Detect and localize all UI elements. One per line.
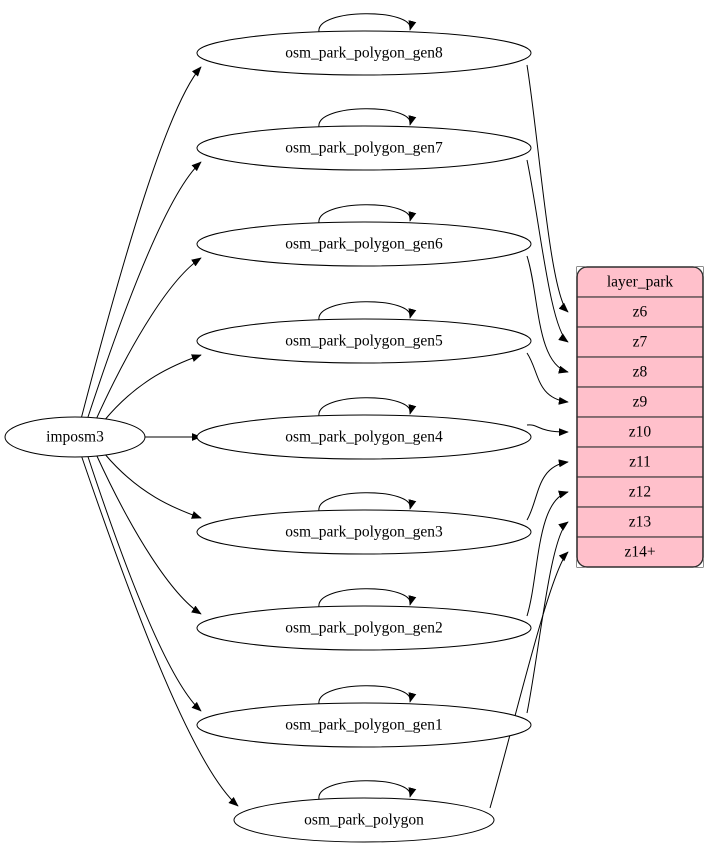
node-imposm3[interactable] xyxy=(4,416,146,458)
node-gen4-label: osm_park_polygon_gen4 xyxy=(285,429,443,446)
self-loop-edge-gen7 xyxy=(318,108,417,128)
edge-imposm3-to-gen7 xyxy=(86,161,202,421)
table-row-label-z7: z7 xyxy=(633,334,648,351)
table-outline-top xyxy=(576,266,704,568)
edge-gen3-to-z11 xyxy=(526,459,569,521)
edge-imposm3-to-gen5 xyxy=(104,354,202,421)
node-gen2-label: osm_park_polygon_gen2 xyxy=(285,620,443,637)
table-row-label-z9: z9 xyxy=(633,394,648,411)
edge-imposm3-to-gen8 xyxy=(80,66,202,421)
edge-gen2-to-z12 xyxy=(526,490,569,617)
table-row-label-z12: z12 xyxy=(629,484,651,501)
edge-gen5-to-z9 xyxy=(526,352,569,405)
nodes-layer: imposm3 osm_park_polygon_gen8 osm_park_pol… xyxy=(4,30,532,843)
edge-gen7-to-z7 xyxy=(526,159,569,343)
edge-imposm3-to-gen3 xyxy=(104,453,202,519)
edges-layer xyxy=(80,13,569,809)
edge-imposm3-to-base xyxy=(80,453,239,807)
node-imposm3-label: imposm3 xyxy=(46,429,104,446)
self-loop-edge-base xyxy=(318,780,417,800)
node-gen7[interactable] xyxy=(196,125,532,171)
edge-imposm3-to-gen1 xyxy=(86,453,202,712)
node-gen4[interactable] xyxy=(196,414,532,460)
table-row-label-z10: z10 xyxy=(629,424,652,441)
node-gen1[interactable] xyxy=(196,702,532,748)
node-gen2[interactable] xyxy=(196,605,532,651)
table-row-cell-z9[interactable] xyxy=(576,386,704,418)
table-row-cell-z12[interactable] xyxy=(576,476,704,508)
self-loop-edge-gen6 xyxy=(318,204,417,224)
node-gen3-label: osm_park_polygon_gen3 xyxy=(285,524,443,541)
self-loop-edge-gen4 xyxy=(318,397,417,417)
node-gen3[interactable] xyxy=(196,509,532,555)
table-row-cell-z14+[interactable] xyxy=(576,536,704,568)
self-loop-edge-gen1 xyxy=(318,685,417,705)
node-gen8[interactable] xyxy=(196,30,532,76)
edge-base-to-z14+ xyxy=(489,551,569,809)
table-row-cell-z11[interactable] xyxy=(576,446,704,478)
edge-gen1-to-z13 xyxy=(526,521,569,714)
edge-gen8-to-z6 xyxy=(526,64,569,313)
node-base[interactable] xyxy=(233,797,495,843)
edge-gen4-to-z10 xyxy=(526,424,569,437)
node-base-label: osm_park_polygon xyxy=(304,812,424,829)
self-loop-edge-gen2 xyxy=(318,588,417,608)
table-row-label-z13: z13 xyxy=(629,514,652,531)
table-row-label-z6: z6 xyxy=(633,304,648,321)
self-loop-edge-gen3 xyxy=(318,492,417,512)
table-row-label-z14+: z14+ xyxy=(624,544,655,561)
edge-gen6-to-z8 xyxy=(526,255,569,374)
node-gen7-label: osm_park_polygon_gen7 xyxy=(285,140,443,157)
node-gen8-label: osm_park_polygon_gen8 xyxy=(285,45,443,62)
table-row-cell-z8[interactable] xyxy=(576,356,704,388)
node-gen5-label: osm_park_polygon_gen5 xyxy=(285,333,443,350)
node-gen6-label: osm_park_polygon_gen6 xyxy=(285,236,443,253)
node-gen5[interactable] xyxy=(196,318,532,364)
edge-imposm3-to-gen2 xyxy=(95,453,202,615)
self-loop-edge-gen8 xyxy=(318,13,417,33)
edge-imposm3-to-gen6 xyxy=(95,257,202,421)
table-row-cell-z10[interactable] xyxy=(576,416,704,448)
self-loop-edge-gen5 xyxy=(318,301,417,321)
table-row-label-z8: z8 xyxy=(633,364,648,381)
layer-park-table: layer_park z6 z7 z8 z9 z10 z11 z12 z13 z14+ xyxy=(576,266,704,568)
node-gen1-label: osm_park_polygon_gen1 xyxy=(285,717,443,734)
node-gen6[interactable] xyxy=(196,221,532,267)
table-header-label: layer_park xyxy=(607,274,674,291)
table-row-label-z11: z11 xyxy=(629,454,651,471)
